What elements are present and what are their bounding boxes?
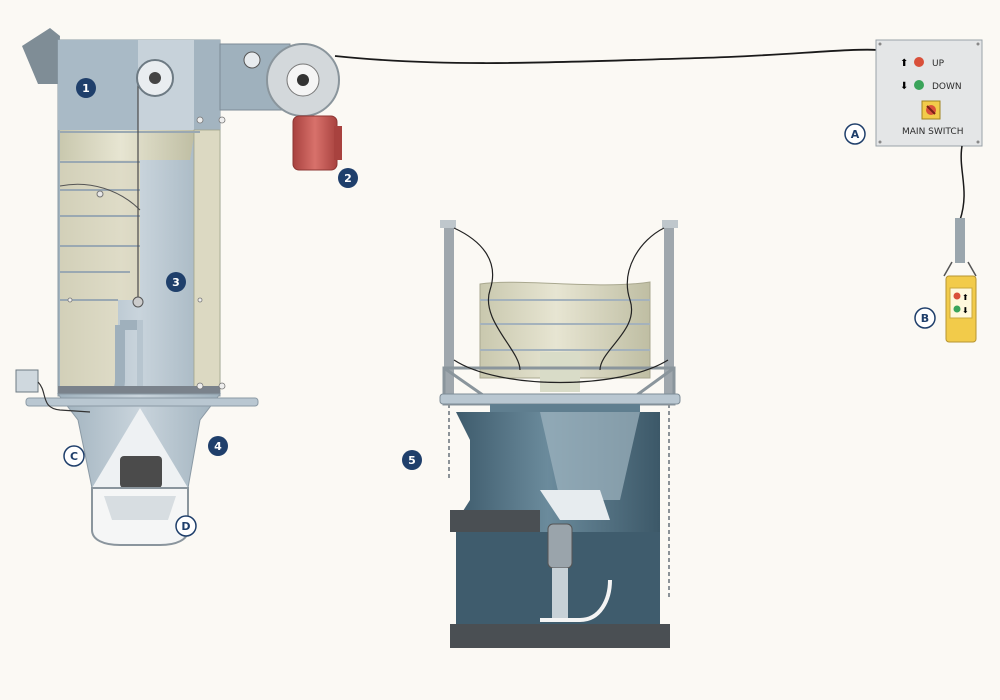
svg-text:3: 3 bbox=[172, 276, 180, 289]
svg-text:4: 4 bbox=[214, 440, 222, 453]
level-sensor bbox=[547, 523, 573, 569]
main-switch-label: MAIN SWITCH bbox=[902, 127, 963, 137]
hoist-motor bbox=[292, 115, 338, 171]
callout-2: 2 bbox=[338, 168, 358, 188]
control-panel: ⬆ UP ⬇ DOWN MAIN SWITCH bbox=[875, 39, 983, 147]
callout-A: A bbox=[844, 123, 866, 145]
callout-C: C bbox=[63, 445, 85, 467]
down-label: DOWN bbox=[932, 82, 962, 92]
callout-4: 4 bbox=[208, 436, 228, 456]
frame-column bbox=[193, 129, 221, 391]
feed-chute bbox=[22, 28, 60, 84]
pendant-down-arrow-icon: ⬇ bbox=[962, 306, 969, 315]
up-arrow-icon: ⬆ bbox=[900, 58, 908, 69]
svg-text:D: D bbox=[181, 520, 190, 533]
svg-text:A: A bbox=[851, 128, 860, 141]
pendant-down-button[interactable] bbox=[953, 305, 961, 313]
cross-bar bbox=[25, 397, 259, 407]
top-header-right bbox=[194, 40, 220, 130]
callout-1: 1 bbox=[76, 78, 96, 98]
vibrator-motor bbox=[120, 456, 162, 488]
down-arrow-icon: ⬇ bbox=[900, 81, 908, 92]
junction-box bbox=[15, 369, 39, 393]
svg-text:2: 2 bbox=[344, 172, 352, 185]
up-label: UP bbox=[932, 59, 945, 69]
top-header-left bbox=[58, 40, 138, 130]
power-cable bbox=[334, 48, 879, 64]
bulk-bag-center bbox=[479, 281, 651, 379]
center-cross-bar bbox=[439, 393, 681, 405]
callout-D: D bbox=[175, 515, 197, 537]
svg-text:5: 5 bbox=[408, 454, 416, 467]
down-button[interactable] bbox=[914, 80, 924, 90]
pendant-controller: ⬆ ⬇ bbox=[943, 218, 977, 343]
hook-icon bbox=[132, 296, 144, 308]
svg-text:B: B bbox=[921, 312, 929, 325]
hoist-drive bbox=[219, 43, 342, 171]
svg-text:1: 1 bbox=[82, 82, 90, 95]
discharger-machine-left bbox=[15, 28, 259, 546]
callout-B: B bbox=[914, 307, 936, 329]
discharger-machine-center bbox=[439, 220, 681, 648]
pendant-up-arrow-icon: ⬆ bbox=[962, 293, 969, 302]
bag-support-rings bbox=[60, 131, 200, 301]
callout-5: 5 bbox=[402, 450, 422, 470]
callout-3: 3 bbox=[166, 272, 186, 292]
up-button[interactable] bbox=[914, 57, 924, 67]
pendant-up-button[interactable] bbox=[953, 292, 961, 300]
svg-text:C: C bbox=[70, 450, 78, 463]
